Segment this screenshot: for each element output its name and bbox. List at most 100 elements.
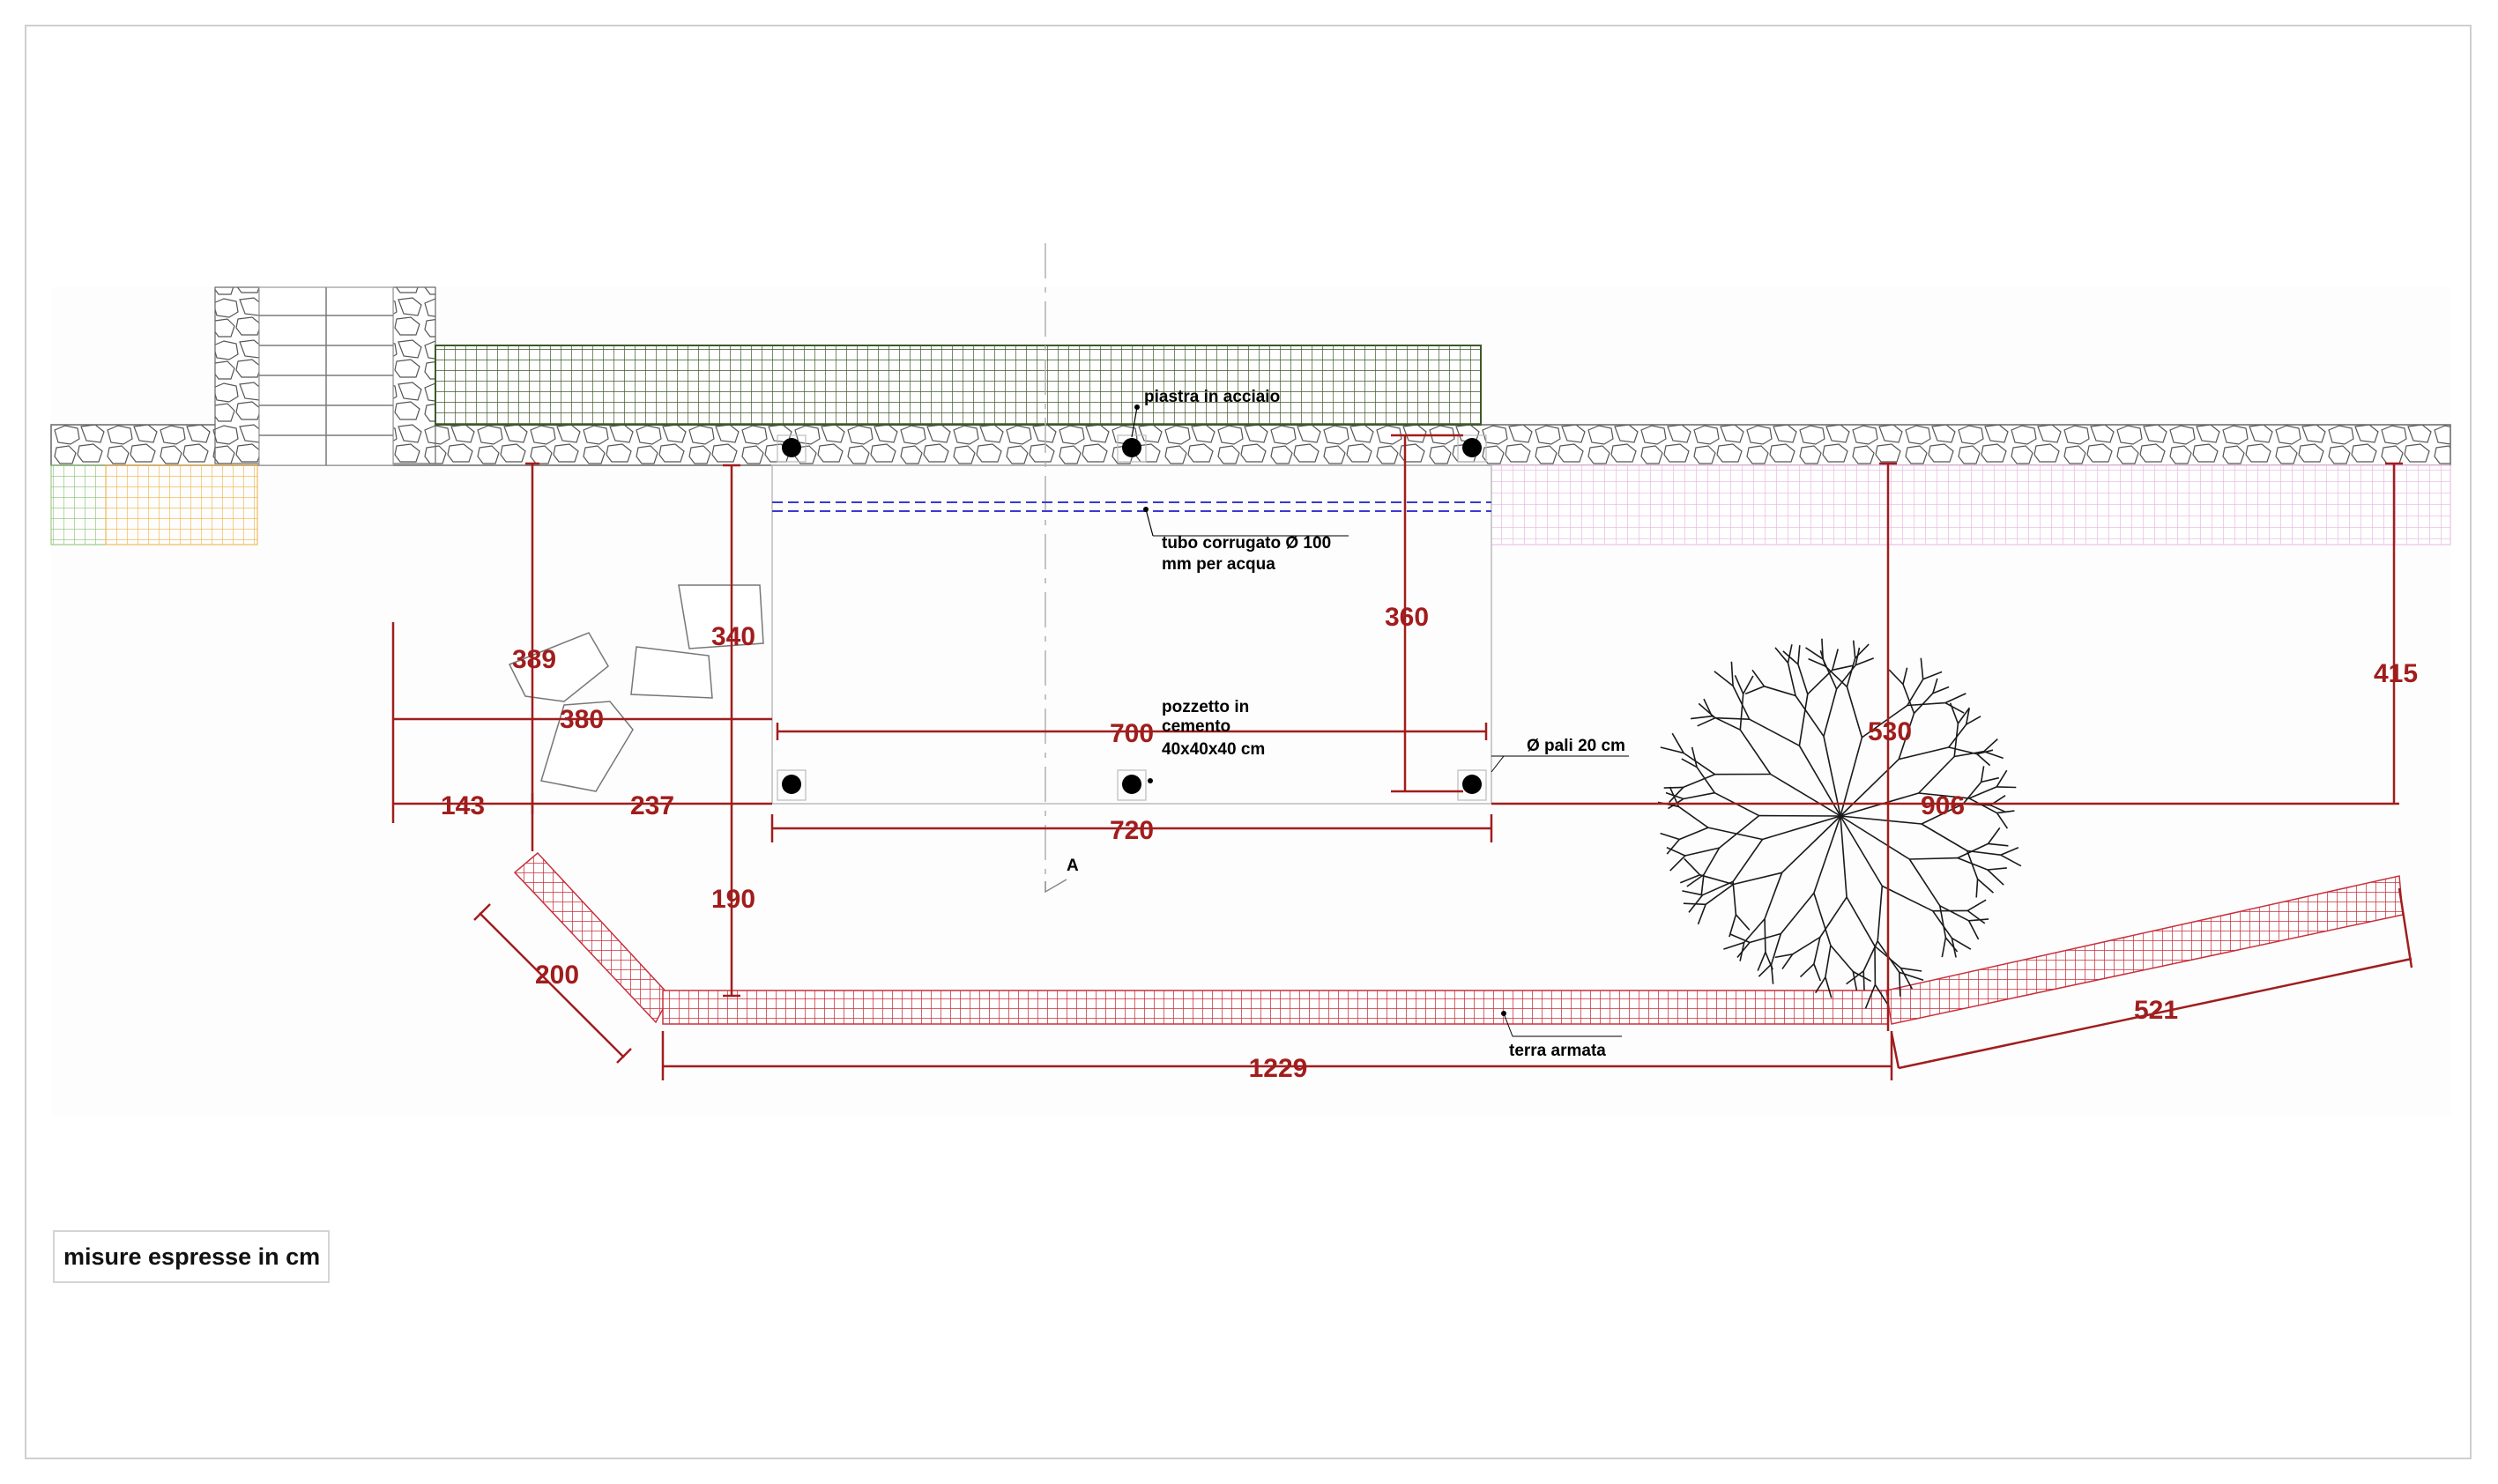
tree-branch bbox=[1764, 918, 1766, 953]
tree-branch bbox=[1862, 970, 1865, 991]
tree-branch bbox=[1861, 704, 1908, 738]
tree-branch bbox=[1987, 867, 2007, 871]
tree-branch bbox=[1877, 886, 1884, 941]
tree-branch bbox=[1807, 669, 1833, 695]
tree-symbol bbox=[1657, 638, 2022, 1009]
tree-branch bbox=[1683, 752, 1715, 775]
drawing-notes: A piastra in acciaio tubo corrugato Ø 10… bbox=[1067, 388, 1625, 1060]
tree-branch bbox=[1976, 753, 1991, 767]
tree-branch bbox=[1881, 885, 1934, 912]
tree-branch bbox=[1751, 669, 1766, 687]
tree-branch bbox=[1705, 883, 1734, 905]
tree-branch bbox=[1900, 968, 1914, 990]
tree-branch bbox=[1795, 695, 1825, 738]
tree-branch bbox=[1953, 723, 1959, 757]
tree-branch bbox=[1669, 786, 1684, 804]
tree-branch bbox=[1762, 815, 1841, 841]
dim-190: 190 bbox=[711, 885, 755, 914]
tree-branch bbox=[1688, 894, 1704, 913]
tree-branch bbox=[1944, 693, 1966, 704]
pile-marker bbox=[1122, 775, 1141, 794]
tree-branch bbox=[1669, 855, 1686, 872]
tree-branch bbox=[1902, 667, 1908, 685]
water-pipe bbox=[772, 501, 1491, 512]
tree-branch bbox=[1840, 815, 1910, 860]
tree-branch bbox=[1983, 750, 2004, 760]
dim-906: 906 bbox=[1921, 791, 1965, 820]
dim-1229: 1229 bbox=[1249, 1054, 1308, 1083]
tree-branch bbox=[1996, 812, 2009, 829]
tree-branch bbox=[1797, 645, 1801, 664]
tree-branch bbox=[1714, 671, 1734, 687]
manhole-label-line2: cemento bbox=[1162, 717, 1230, 736]
tree-branch bbox=[1966, 716, 1981, 725]
tree-branch bbox=[1780, 892, 1815, 935]
tree-branch bbox=[1678, 827, 1709, 841]
pink-area-hatch bbox=[1491, 464, 2451, 545]
tree-branch bbox=[2000, 847, 2019, 856]
pile-marker bbox=[1122, 438, 1141, 457]
tree-branch bbox=[1987, 827, 2001, 844]
dim-700: 700 bbox=[1110, 719, 1154, 748]
dim-521: 521 bbox=[2134, 996, 2178, 1025]
tree-branch bbox=[1951, 938, 1957, 958]
piles-label: Ø pali 20 cm bbox=[1527, 737, 1625, 755]
tree-branch bbox=[1666, 846, 1686, 857]
tree-branch bbox=[1899, 746, 1949, 761]
tree-branch bbox=[1996, 810, 2015, 814]
tree-branch bbox=[1815, 976, 1826, 994]
tree-branch bbox=[1932, 910, 1953, 939]
tree-branch bbox=[1948, 723, 1967, 748]
dim-389: 389 bbox=[512, 645, 556, 674]
dim-530: 530 bbox=[1868, 717, 1912, 746]
tree-branch bbox=[1987, 869, 2004, 886]
section-mark: A bbox=[1067, 857, 1079, 875]
tree-branch bbox=[1742, 675, 1754, 694]
tree-branch bbox=[1968, 798, 1997, 814]
dim-143: 143 bbox=[441, 791, 485, 820]
pile-marker bbox=[1462, 775, 1482, 794]
tree-branch bbox=[1819, 649, 1826, 667]
tree-branch bbox=[1683, 791, 1715, 800]
tree-branch bbox=[1921, 803, 1964, 825]
tree-branch bbox=[1799, 963, 1815, 978]
tree-branch bbox=[1813, 815, 1841, 894]
tree-branch bbox=[1787, 663, 1796, 696]
tree-branch bbox=[1855, 643, 1870, 659]
tree-branch bbox=[1770, 773, 1841, 817]
stepping-stones bbox=[508, 584, 764, 792]
tree-branch bbox=[1962, 781, 1982, 805]
manhole-label-line1: pozzetto in bbox=[1162, 698, 1249, 716]
hedge-hatch bbox=[435, 345, 1482, 426]
tree-branch bbox=[1975, 879, 1979, 898]
tree-branch bbox=[1966, 909, 1986, 924]
tree-branch bbox=[1700, 874, 1705, 895]
tree-branch bbox=[1968, 918, 1989, 922]
tree-branch bbox=[1864, 984, 1877, 1009]
dim-360: 360 bbox=[1385, 603, 1429, 632]
tree-branch bbox=[1944, 701, 1965, 714]
tree-branch bbox=[1932, 686, 1950, 694]
manhole-label-line3: 40x40x40 cm bbox=[1162, 740, 1265, 759]
tree-branch bbox=[1798, 694, 1809, 746]
tree-branch bbox=[1732, 839, 1764, 882]
tree-branch bbox=[1996, 786, 2017, 789]
tree-branch bbox=[1830, 945, 1854, 973]
tree-branch bbox=[1967, 920, 1980, 940]
dim-720: 720 bbox=[1110, 816, 1154, 845]
units-legend: misure espresse in cm bbox=[53, 1230, 330, 1283]
dim-200: 200 bbox=[535, 961, 579, 990]
tree-branch bbox=[1823, 688, 1838, 737]
tree-branch bbox=[1965, 708, 1970, 725]
tree-branch bbox=[1797, 664, 1809, 694]
tree-branch bbox=[1684, 857, 1701, 876]
pile-marker bbox=[1462, 438, 1482, 457]
tree-branch bbox=[1855, 657, 1874, 666]
tree-branch bbox=[1732, 686, 1751, 720]
tree-branch bbox=[1697, 716, 1716, 727]
tree-branch bbox=[1981, 776, 1999, 783]
tree-branch bbox=[1660, 746, 1684, 754]
tree-branch bbox=[1663, 786, 1684, 789]
pile-marker bbox=[782, 775, 801, 794]
